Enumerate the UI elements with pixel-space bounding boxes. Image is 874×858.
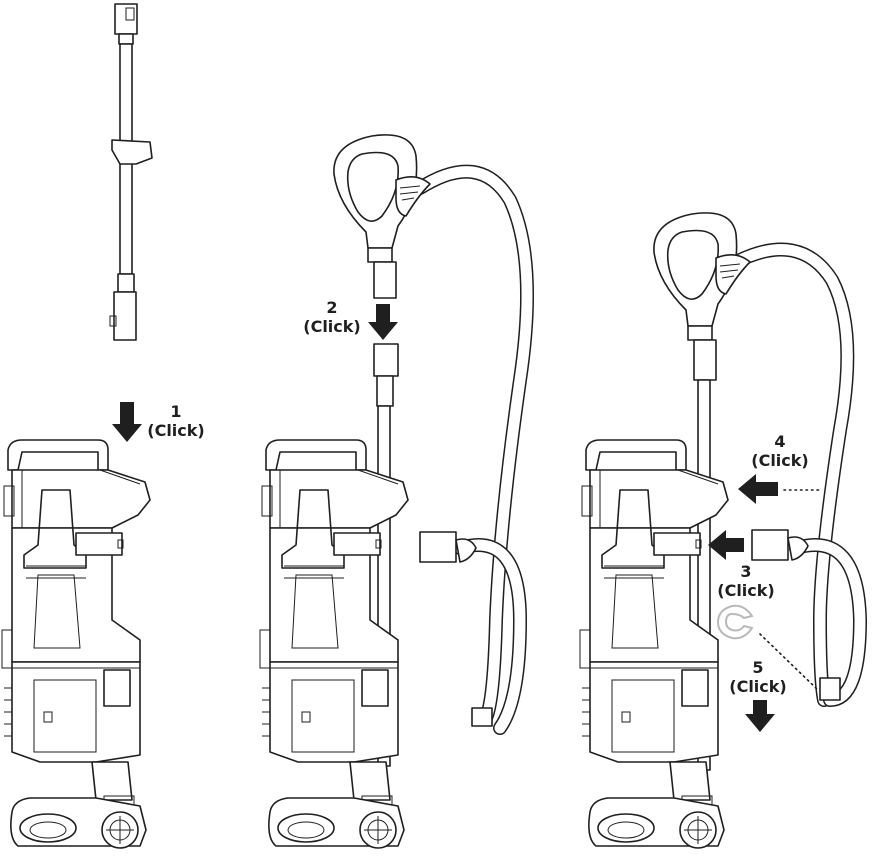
step-5-label: 5 (Click) xyxy=(726,658,790,696)
wand-handle-3 xyxy=(653,212,751,341)
wand-tube xyxy=(109,3,153,341)
hose-clip-icon xyxy=(716,604,754,640)
step-action: (Click) xyxy=(751,451,809,470)
left-arrow-icon xyxy=(738,474,778,504)
step-4-label: 4 (Click) xyxy=(748,432,812,470)
step-number: 4 xyxy=(774,432,786,451)
step-number: 5 xyxy=(752,658,764,677)
step-3-label: 3 (Click) xyxy=(714,562,778,600)
down-arrow-icon xyxy=(112,402,142,442)
down-arrow-icon xyxy=(745,700,775,732)
panel-2 xyxy=(259,134,534,849)
step-number: 2 xyxy=(326,298,338,317)
vacuum-body-1 xyxy=(1,439,151,849)
vacuum-body-2 xyxy=(259,439,409,849)
left-arrow-icon xyxy=(708,530,744,560)
step-action: (Click) xyxy=(303,317,361,336)
vacuum-body-3 xyxy=(579,439,729,849)
step-number: 1 xyxy=(170,402,182,421)
panel-1 xyxy=(1,3,153,849)
panel-3 xyxy=(579,212,867,849)
down-arrow-icon xyxy=(368,304,398,340)
hose-connector-3 xyxy=(751,529,809,561)
wand-handle-2 xyxy=(333,134,431,263)
step-2-label: 2 (Click) xyxy=(300,298,364,336)
step-action: (Click) xyxy=(717,581,775,600)
step-action: (Click) xyxy=(729,677,787,696)
step-number: 3 xyxy=(740,562,752,581)
step-action: (Click) xyxy=(147,421,205,440)
step-1-label: 1 (Click) xyxy=(146,402,206,440)
hose-connector-2 xyxy=(419,531,477,563)
